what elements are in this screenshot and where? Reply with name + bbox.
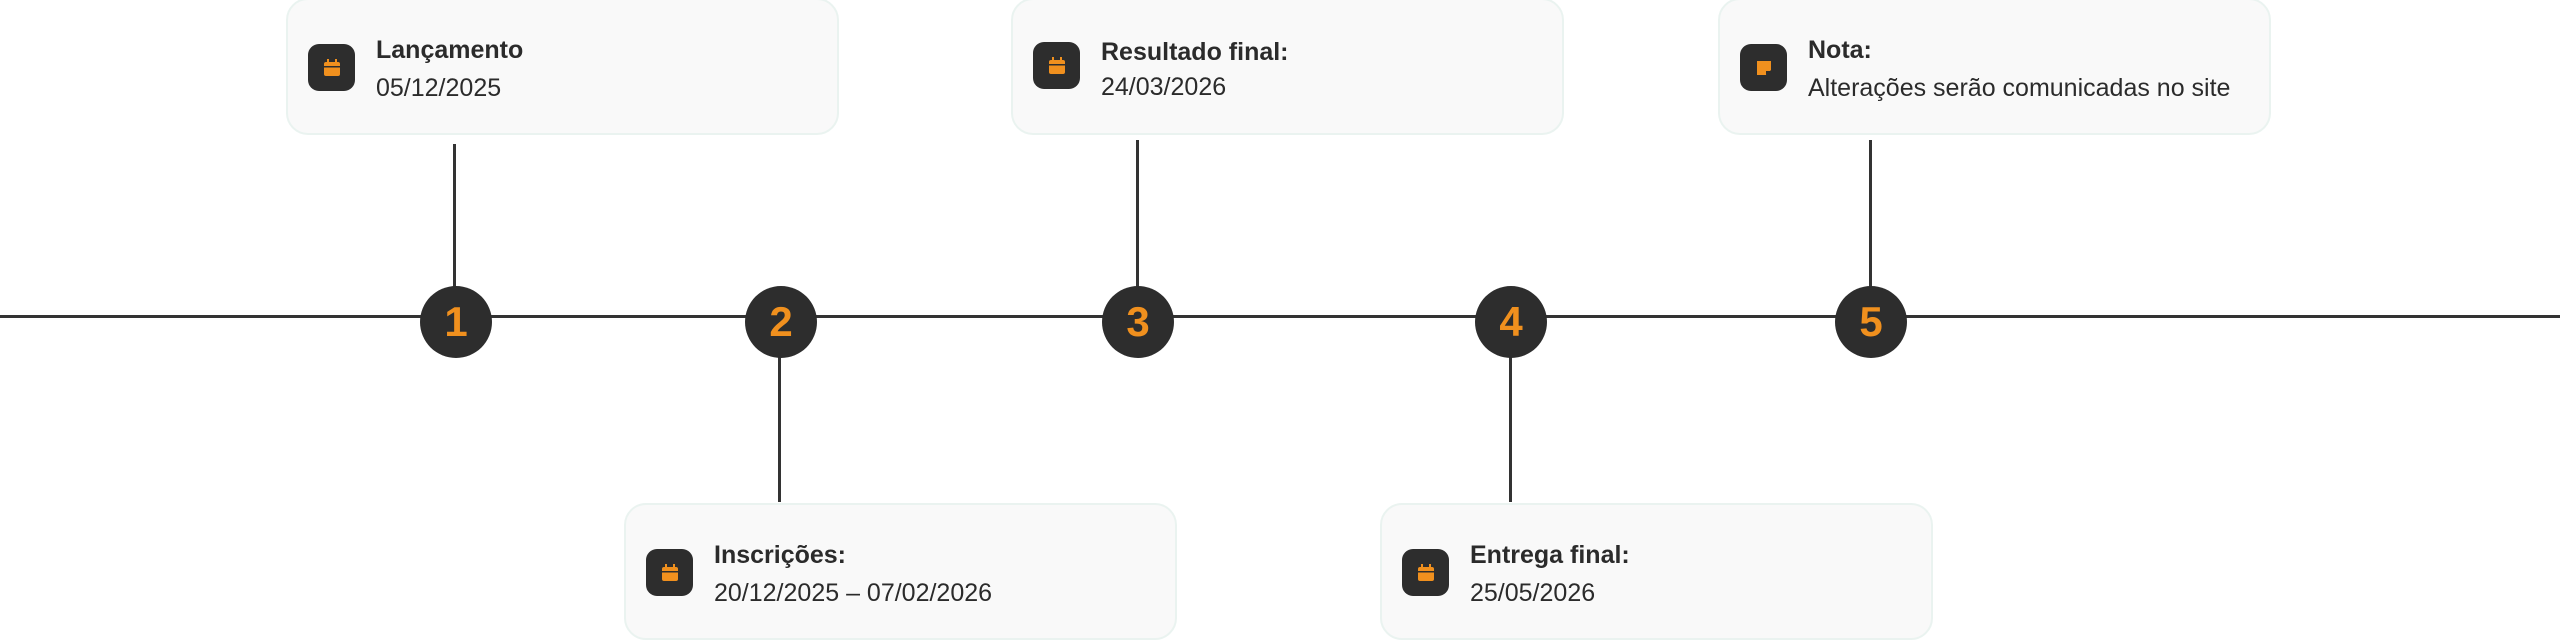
milestone-title: Resultado final: [1101, 38, 1289, 66]
sticky-note-icon [1740, 44, 1787, 91]
calendar-icon [308, 44, 355, 91]
milestone-card-5: Nota: Alterações serão comunicadas no si… [1718, 0, 2271, 135]
milestone-card-3: Resultado final: 24/03/2026 [1011, 0, 1564, 135]
milestone-node-4: 4 [1475, 286, 1547, 358]
connector-4 [1509, 350, 1512, 502]
timeline-axis [0, 315, 2560, 318]
milestone-node-3: 3 [1102, 286, 1174, 358]
milestone-value: 05/12/2025 [376, 74, 502, 102]
milestone-title: Lançamento [376, 36, 524, 64]
milestone-card-1: Lançamento 05/12/2025 [286, 0, 839, 135]
milestone-title: Entrega final: [1470, 541, 1630, 569]
milestone-title: Inscrições: [714, 541, 847, 569]
connector-3 [1136, 140, 1139, 295]
milestone-card-4: Entrega final: 25/05/2026 [1380, 503, 1933, 640]
milestone-value: 25/05/2026 [1470, 579, 1596, 607]
calendar-icon [1033, 42, 1080, 89]
connector-2 [778, 350, 781, 502]
milestone-title: Nota: [1808, 36, 1872, 64]
milestone-value: 20/12/2025 – 07/02/2026 [714, 579, 993, 607]
milestone-node-5: 5 [1835, 286, 1907, 358]
calendar-icon [1402, 549, 1449, 596]
milestone-value: 24/03/2026 [1101, 73, 1227, 101]
milestone-value: Alterações serão comunicadas no site [1808, 74, 2231, 102]
connector-1 [453, 144, 456, 294]
connector-5 [1869, 140, 1872, 295]
milestone-node-1: 1 [420, 286, 492, 358]
milestone-node-2: 2 [745, 286, 817, 358]
calendar-icon [646, 549, 693, 596]
milestone-card-2: Inscrições: 20/12/2025 – 07/02/2026 [624, 503, 1177, 640]
